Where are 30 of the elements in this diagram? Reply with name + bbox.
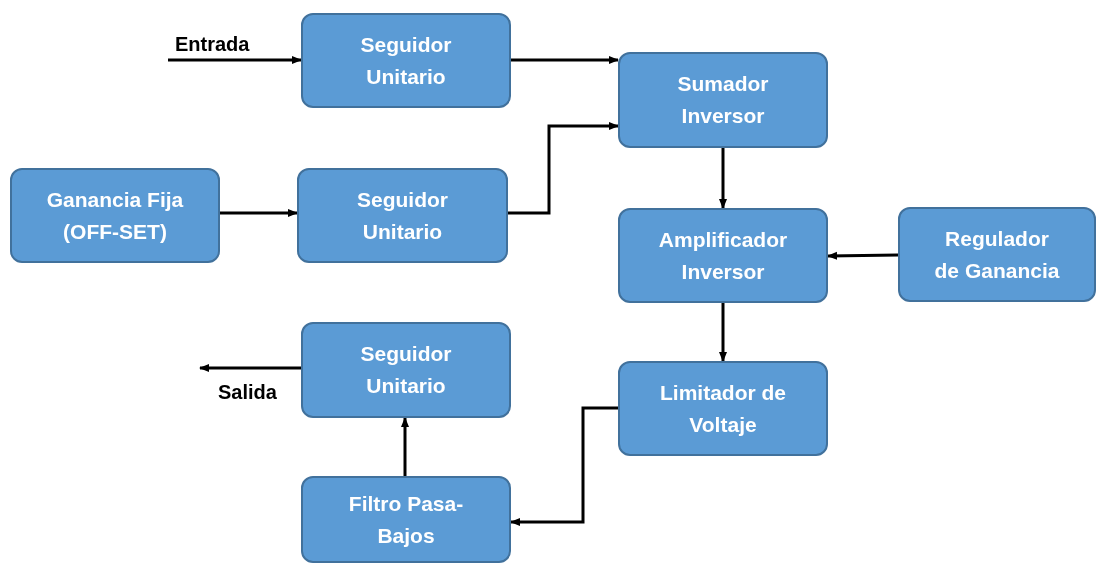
process-box [618, 52, 828, 148]
arrow [827, 251, 899, 260]
process-box [10, 168, 220, 263]
process-box [301, 13, 511, 108]
arrow [510, 406, 618, 526]
process-box [297, 168, 508, 263]
process-box [898, 207, 1096, 302]
arrow [719, 148, 727, 209]
box-text: Regulador de Ganancia [933, 225, 1061, 284]
process-box [618, 361, 828, 456]
process-box [301, 476, 511, 563]
box-text: Filtro Pasa-Bajos [347, 490, 465, 549]
box-text: Amplificador Inversor [657, 226, 789, 285]
edge-label: Entrada [173, 34, 252, 54]
box-text: Sumador Inversor [676, 71, 770, 129]
arrow [168, 56, 302, 64]
box-text: Seguidor Unitario [356, 186, 449, 245]
process-box [301, 322, 511, 418]
box-text: Limitador de Voltaje [659, 379, 787, 438]
box-text: Seguidor Unitario [359, 31, 453, 90]
arrow [220, 209, 298, 217]
arrow [199, 364, 301, 372]
arrow [719, 303, 727, 362]
arrow [508, 122, 619, 215]
box-text: Ganancia Fija (OFF-SET) [45, 186, 185, 245]
arrow [511, 56, 619, 64]
arrow [401, 417, 409, 476]
edge-label: Salida [216, 382, 279, 402]
process-box [618, 208, 828, 303]
box-text: Seguidor Unitario [359, 341, 453, 399]
